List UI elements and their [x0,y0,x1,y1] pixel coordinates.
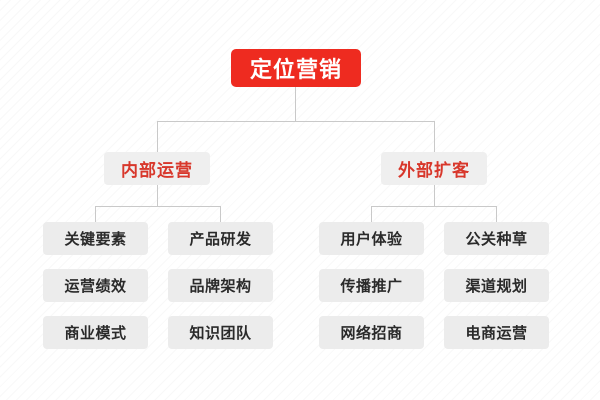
connector-root-bar [157,121,434,122]
leaf-node[interactable]: 产品研发 [168,222,273,255]
connector-left-branch-stem [157,185,158,206]
branch-node-external[interactable]: 外部扩客 [381,152,487,185]
connector-branch-right-drop [434,121,435,152]
leaf-node[interactable]: 商业模式 [43,316,148,349]
leaf-node[interactable]: 运营绩效 [43,269,148,302]
connector-root-stem [295,87,296,121]
leaf-node[interactable]: 传播推广 [319,269,424,302]
connector-right-col2-drop [496,206,497,222]
leaf-node[interactable]: 电商运营 [444,316,549,349]
connector-right-col1-drop [371,206,372,222]
leaf-node[interactable]: 公关种草 [444,222,549,255]
leaf-node[interactable]: 渠道规划 [444,269,549,302]
leaf-node[interactable]: 品牌架构 [168,269,273,302]
leaf-node[interactable]: 关键要素 [43,222,148,255]
leaf-node[interactable]: 网络招商 [319,316,424,349]
connector-left-branch-bar [95,206,220,207]
branch-node-internal[interactable]: 内部运营 [104,152,210,185]
leaf-node[interactable]: 用户体验 [319,222,424,255]
connector-branch-left-drop [157,121,158,152]
leaf-node[interactable]: 知识团队 [168,316,273,349]
root-node[interactable]: 定位营销 [231,49,361,87]
connector-right-branch-bar [371,206,496,207]
connector-left-col2-drop [220,206,221,222]
connector-right-branch-stem [434,185,435,206]
connector-left-col1-drop [95,206,96,222]
